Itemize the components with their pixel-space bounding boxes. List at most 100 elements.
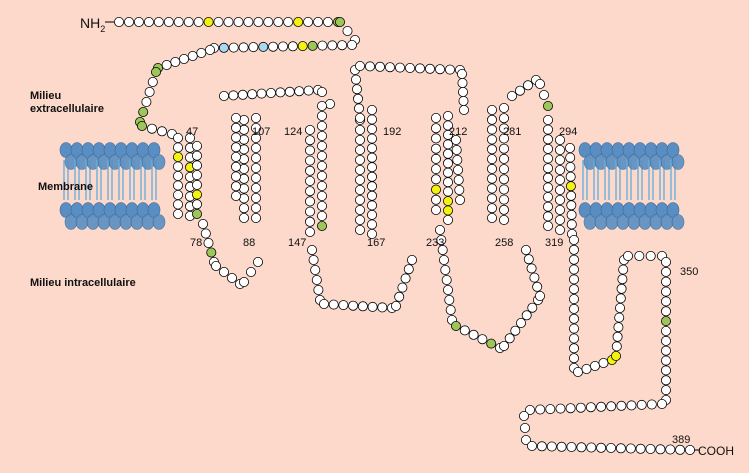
amino-acid-residue [661, 355, 672, 366]
amino-acid-residue [316, 121, 327, 132]
amino-acid-residue [566, 190, 577, 201]
amino-acid-residue [569, 264, 580, 275]
amino-acid-residue [586, 442, 597, 453]
n-terminus-label: NH2 [80, 15, 105, 34]
amino-acid-residue [545, 404, 556, 415]
amino-acid-residue [250, 182, 261, 193]
amino-acid-residue [178, 54, 189, 65]
amino-acid-residue [338, 300, 349, 311]
amino-acid-residue [304, 186, 315, 197]
lipid-bilayer-right [578, 142, 685, 230]
residue-number: 147 [288, 237, 307, 249]
residue-number: 233 [426, 237, 445, 249]
amino-acid-residue [617, 274, 628, 285]
amino-acid-residue [316, 150, 327, 161]
amino-acid-residue [394, 291, 405, 302]
amino-acid-residue [636, 399, 647, 410]
amino-acid-residue [403, 264, 414, 275]
amino-acid-residue [535, 290, 546, 301]
residue-number: 192 [383, 126, 402, 138]
amino-acid-residue [316, 111, 327, 122]
amino-acid-residue [366, 105, 377, 116]
amino-acid-residue [543, 172, 554, 183]
amino-acid-residue [606, 401, 617, 412]
amino-acid-residue [250, 162, 261, 173]
residue-number: 281 [503, 126, 522, 138]
amino-acid-residue [569, 244, 580, 255]
amino-acid-residue [250, 202, 261, 213]
amino-acid-residue [585, 402, 596, 413]
residue-number: 319 [545, 237, 564, 249]
amino-acid-residue [316, 101, 327, 112]
amino-acid-residue [486, 114, 497, 125]
amino-acid-residue [555, 224, 566, 235]
amino-acid-residue [543, 115, 554, 126]
amino-acid-residue [675, 444, 686, 455]
amino-acid-residue [351, 84, 362, 95]
amino-acid-residue [486, 134, 497, 145]
amino-acid-residue [230, 181, 241, 192]
amino-acid-residue [569, 303, 580, 314]
amino-acid-residue [354, 224, 365, 235]
amino-acid-residue [565, 171, 576, 182]
amino-acid-residue [304, 175, 315, 186]
amino-acid-residue [486, 163, 497, 174]
amino-acid-residue [334, 16, 345, 27]
amino-acid-residue [442, 167, 453, 178]
amino-acid-residue [430, 204, 441, 215]
amino-acid-residue [457, 78, 468, 89]
residue-number: 124 [284, 126, 303, 138]
amino-acid-residue [327, 40, 338, 51]
amino-acid-residue [313, 284, 324, 295]
amino-acid-residue [191, 150, 202, 161]
amino-acid-residue [523, 80, 534, 91]
amino-acid-residue [543, 134, 554, 145]
amino-acid-residue [498, 133, 509, 144]
amino-acid-residue [569, 284, 580, 295]
amino-acid-residue [486, 193, 497, 204]
residue-number: 212 [449, 126, 468, 138]
amino-acid-residue [685, 444, 696, 455]
amino-acid-residue [366, 200, 377, 211]
amino-acid-residue [197, 218, 208, 229]
amino-acid-residue [250, 113, 261, 124]
amino-acid-residue [498, 153, 509, 164]
amino-acid-residue [133, 16, 144, 27]
amino-acid-residue [187, 51, 198, 62]
amino-acid-residue [366, 114, 377, 125]
amino-acid-residue [569, 313, 580, 324]
amino-acid-residue [456, 69, 467, 80]
amino-acid-residue [581, 363, 592, 374]
amino-acid-residue [191, 160, 202, 171]
amino-acid-residue [283, 16, 294, 27]
amino-acid-residue [611, 350, 622, 361]
amino-acid-residue [353, 103, 364, 114]
amino-acid-residue [328, 299, 339, 310]
residue-number: 350 [680, 266, 699, 278]
amino-acid-residue [238, 42, 249, 53]
amino-acid-residue [170, 57, 181, 68]
amino-acid-residue [521, 310, 532, 321]
amino-acid-residue [316, 160, 327, 171]
amino-acid-residue [625, 443, 636, 454]
amino-acid-residue [441, 274, 452, 285]
amino-acid-residue [307, 40, 318, 51]
amino-acid-residue [210, 260, 221, 271]
amino-acid-residue [265, 88, 276, 99]
amino-acid-residue [304, 226, 315, 237]
amino-acid-residue [147, 77, 158, 88]
amino-acid-residue [543, 143, 554, 154]
amino-acid-residue [596, 442, 607, 453]
amino-acid-residue [437, 244, 448, 255]
amino-acid-residue [430, 133, 441, 144]
residue-number: 389 [672, 434, 691, 446]
lipid-bilayer-left [59, 142, 166, 230]
amino-acid-residue [565, 403, 576, 414]
amino-acid-residue [442, 196, 453, 207]
amino-acid-residue [193, 16, 204, 27]
amino-acid-residue [569, 343, 580, 354]
amino-acid-residue [424, 63, 435, 74]
amino-acid-residue [430, 143, 441, 154]
amino-acid-residue [444, 294, 455, 305]
amino-acid-residue [196, 48, 207, 59]
